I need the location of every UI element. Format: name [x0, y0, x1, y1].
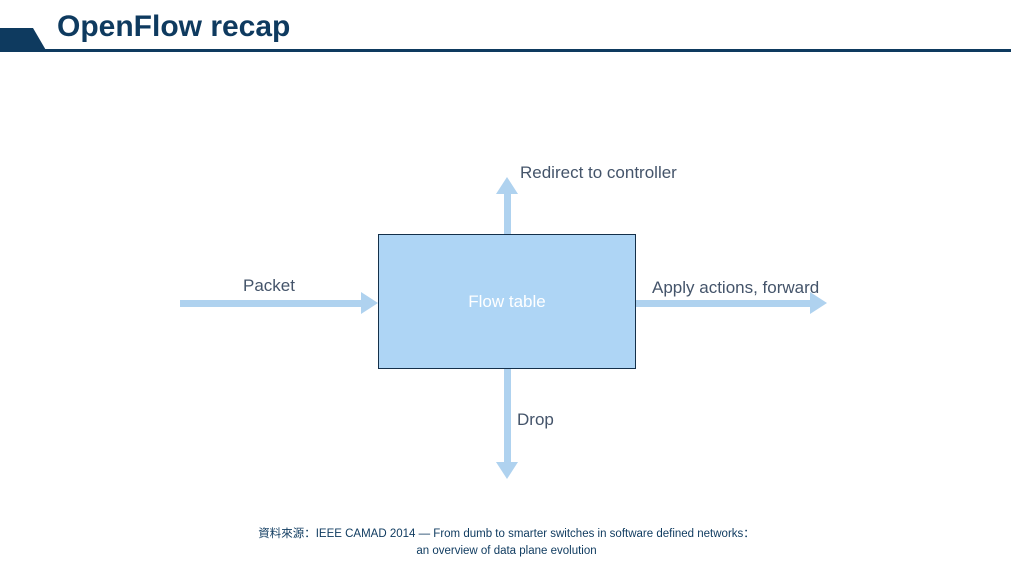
arrow-packet-in-head-icon	[361, 292, 378, 314]
slide-header: OpenFlow recap	[0, 0, 1013, 60]
source-note: 資料來源：IEEE CAMAD 2014 — From dumb to smar…	[0, 526, 1013, 560]
arrow-apply-forward-shaft	[636, 300, 811, 307]
source-note-line-2: an overview of data plane evolution	[416, 545, 597, 557]
title-divider	[44, 49, 1011, 52]
arrow-redirect-up-head-icon	[496, 177, 518, 194]
flow-table-node: Flow table	[378, 234, 636, 369]
page-title: OpenFlow recap	[57, 10, 291, 43]
header-accent-shape-icon	[0, 28, 47, 52]
arrow-drop-down-shaft	[504, 368, 511, 463]
arrow-apply-forward-head-icon	[810, 292, 827, 314]
label-redirect-to-controller: Redirect to controller	[520, 163, 677, 182]
openflow-diagram: Redirect to controller Packet Apply acti…	[0, 60, 1013, 510]
source-note-line-1: 資料來源：IEEE CAMAD 2014 — From dumb to smar…	[258, 528, 755, 540]
arrow-packet-in-shaft	[180, 300, 362, 307]
arrow-drop-down-head-icon	[496, 462, 518, 479]
arrow-redirect-up-shaft	[504, 192, 511, 236]
flow-table-node-label: Flow table	[468, 291, 546, 311]
label-drop: Drop	[517, 410, 554, 429]
label-apply-actions-forward: Apply actions, forward	[652, 278, 820, 297]
label-packet: Packet	[243, 276, 295, 295]
